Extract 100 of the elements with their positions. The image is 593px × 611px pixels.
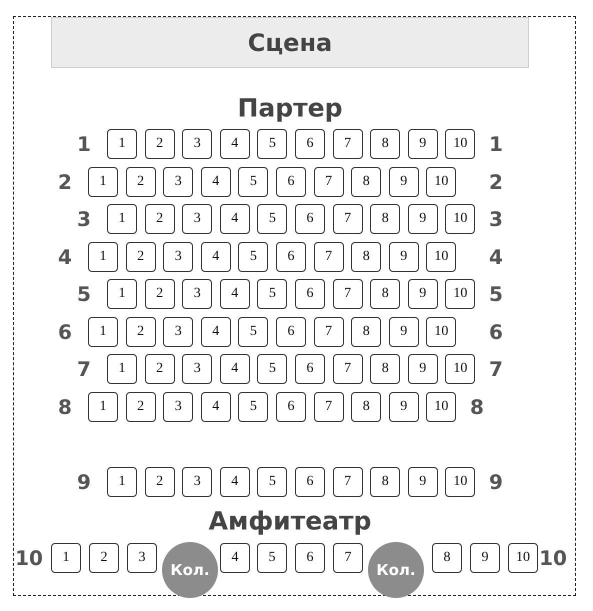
seat-box: 2 bbox=[144, 279, 175, 309]
seat-box: 3 bbox=[182, 467, 212, 497]
row-number: 1 bbox=[77, 132, 91, 156]
row-number: 4 bbox=[489, 245, 503, 269]
seat-box: 1 bbox=[51, 543, 81, 573]
seat-box: 5 bbox=[257, 354, 288, 384]
row-number: 5 bbox=[489, 282, 503, 306]
seat-box: 5 bbox=[257, 204, 288, 234]
seat-box: 9 bbox=[388, 317, 419, 347]
seat-box: 9 bbox=[388, 242, 419, 272]
seat-box: 8 bbox=[370, 354, 400, 384]
seat-box: 7 bbox=[333, 543, 363, 573]
column-circle: Кол. bbox=[368, 542, 424, 598]
seat-box: 1 bbox=[107, 467, 137, 497]
seat-box: 3 bbox=[182, 279, 212, 309]
seat-box: 1 bbox=[107, 354, 137, 384]
seat-box: 2 bbox=[144, 467, 175, 497]
seat-box: 5 bbox=[257, 129, 288, 159]
seat-box: 4 bbox=[200, 317, 231, 347]
seat-box: 5 bbox=[238, 242, 268, 272]
row-number: 8 bbox=[58, 395, 72, 419]
seat-box: 6 bbox=[276, 167, 306, 197]
seat-box: 6 bbox=[295, 204, 325, 234]
seat-box: 2 bbox=[126, 317, 156, 347]
seat-box: 8 bbox=[351, 317, 382, 347]
seat-box: 1 bbox=[88, 317, 118, 347]
row-number: 4 bbox=[58, 245, 72, 269]
seat-box: 7 bbox=[332, 279, 363, 309]
seat-box: 4 bbox=[220, 279, 250, 309]
seat-box: 1 bbox=[88, 242, 118, 272]
seat-box: 1 bbox=[88, 392, 118, 422]
seat-box: 3 bbox=[182, 354, 212, 384]
seat-box: 10 bbox=[445, 204, 476, 234]
row-number: 6 bbox=[489, 320, 503, 344]
section-heading: Амфитеатр bbox=[208, 506, 372, 536]
seat-box: 5 bbox=[238, 167, 268, 197]
seat-box: 5 bbox=[257, 467, 288, 497]
seat-box: 9 bbox=[388, 392, 419, 422]
seat-box: 10 bbox=[445, 129, 476, 159]
row-number: 6 bbox=[58, 320, 72, 344]
seat-box: 4 bbox=[200, 392, 231, 422]
seat-box: 10 bbox=[426, 242, 456, 272]
seat-box: 7 bbox=[314, 242, 344, 272]
seat-box: 1 bbox=[107, 279, 137, 309]
seat-box: 7 bbox=[314, 167, 344, 197]
row-number: 10 bbox=[539, 546, 567, 570]
seat-box: 2 bbox=[144, 204, 175, 234]
seat-box: 9 bbox=[470, 543, 500, 573]
seat-box: 3 bbox=[127, 543, 157, 573]
seat-box: 8 bbox=[351, 242, 382, 272]
seat-box: 2 bbox=[144, 354, 175, 384]
seat-box: 4 bbox=[220, 204, 250, 234]
seat-box: 6 bbox=[276, 317, 306, 347]
seat-box: 6 bbox=[295, 467, 325, 497]
seat-box: 8 bbox=[370, 204, 400, 234]
row-number: 10 bbox=[15, 546, 43, 570]
seat-box: 6 bbox=[295, 129, 325, 159]
row-number: 2 bbox=[489, 170, 503, 194]
seat-box: 2 bbox=[144, 129, 175, 159]
seat-box: 9 bbox=[408, 279, 438, 309]
section-heading: Партер bbox=[237, 94, 343, 122]
seat-box: 4 bbox=[220, 354, 250, 384]
seat-box: 8 bbox=[370, 467, 400, 497]
seat-box: 7 bbox=[332, 354, 363, 384]
row-number: 3 bbox=[77, 207, 91, 231]
seat-box: 6 bbox=[295, 354, 325, 384]
seat-box: 10 bbox=[445, 279, 476, 309]
seat-box: 4 bbox=[200, 167, 231, 197]
seat-box: 7 bbox=[332, 467, 363, 497]
row-number: 7 bbox=[489, 357, 503, 381]
seat-box: 6 bbox=[276, 392, 306, 422]
seat-box: 2 bbox=[126, 242, 156, 272]
seat-box: 8 bbox=[432, 543, 462, 573]
seat-box: 1 bbox=[88, 167, 118, 197]
row-number: 7 bbox=[77, 357, 91, 381]
seat-box: 3 bbox=[182, 204, 212, 234]
row-number: 9 bbox=[77, 470, 91, 494]
row-number: 3 bbox=[489, 207, 503, 231]
seat-box: 7 bbox=[332, 204, 363, 234]
seat-box: 3 bbox=[163, 317, 194, 347]
seat-box: 10 bbox=[445, 354, 476, 384]
seat-box: 2 bbox=[126, 167, 156, 197]
seat-box: 7 bbox=[332, 129, 363, 159]
row-number: 8 bbox=[470, 395, 484, 419]
column-circle: Кол. bbox=[162, 542, 218, 598]
seat-box: 9 bbox=[408, 467, 438, 497]
seat-box: 8 bbox=[370, 129, 400, 159]
seat-box: 4 bbox=[220, 543, 250, 573]
seat-box: 3 bbox=[163, 242, 194, 272]
seat-box: 5 bbox=[238, 392, 268, 422]
row-number: 2 bbox=[58, 170, 72, 194]
seat-box: 10 bbox=[426, 392, 456, 422]
seat-box: 7 bbox=[314, 317, 344, 347]
seat-box: 8 bbox=[370, 279, 400, 309]
seat-box: 3 bbox=[163, 392, 194, 422]
stage-box: Сцена bbox=[51, 17, 529, 68]
seat-box: 6 bbox=[276, 242, 306, 272]
seat-box: 5 bbox=[238, 317, 268, 347]
seat-box: 3 bbox=[182, 129, 212, 159]
row-number: 5 bbox=[77, 282, 91, 306]
